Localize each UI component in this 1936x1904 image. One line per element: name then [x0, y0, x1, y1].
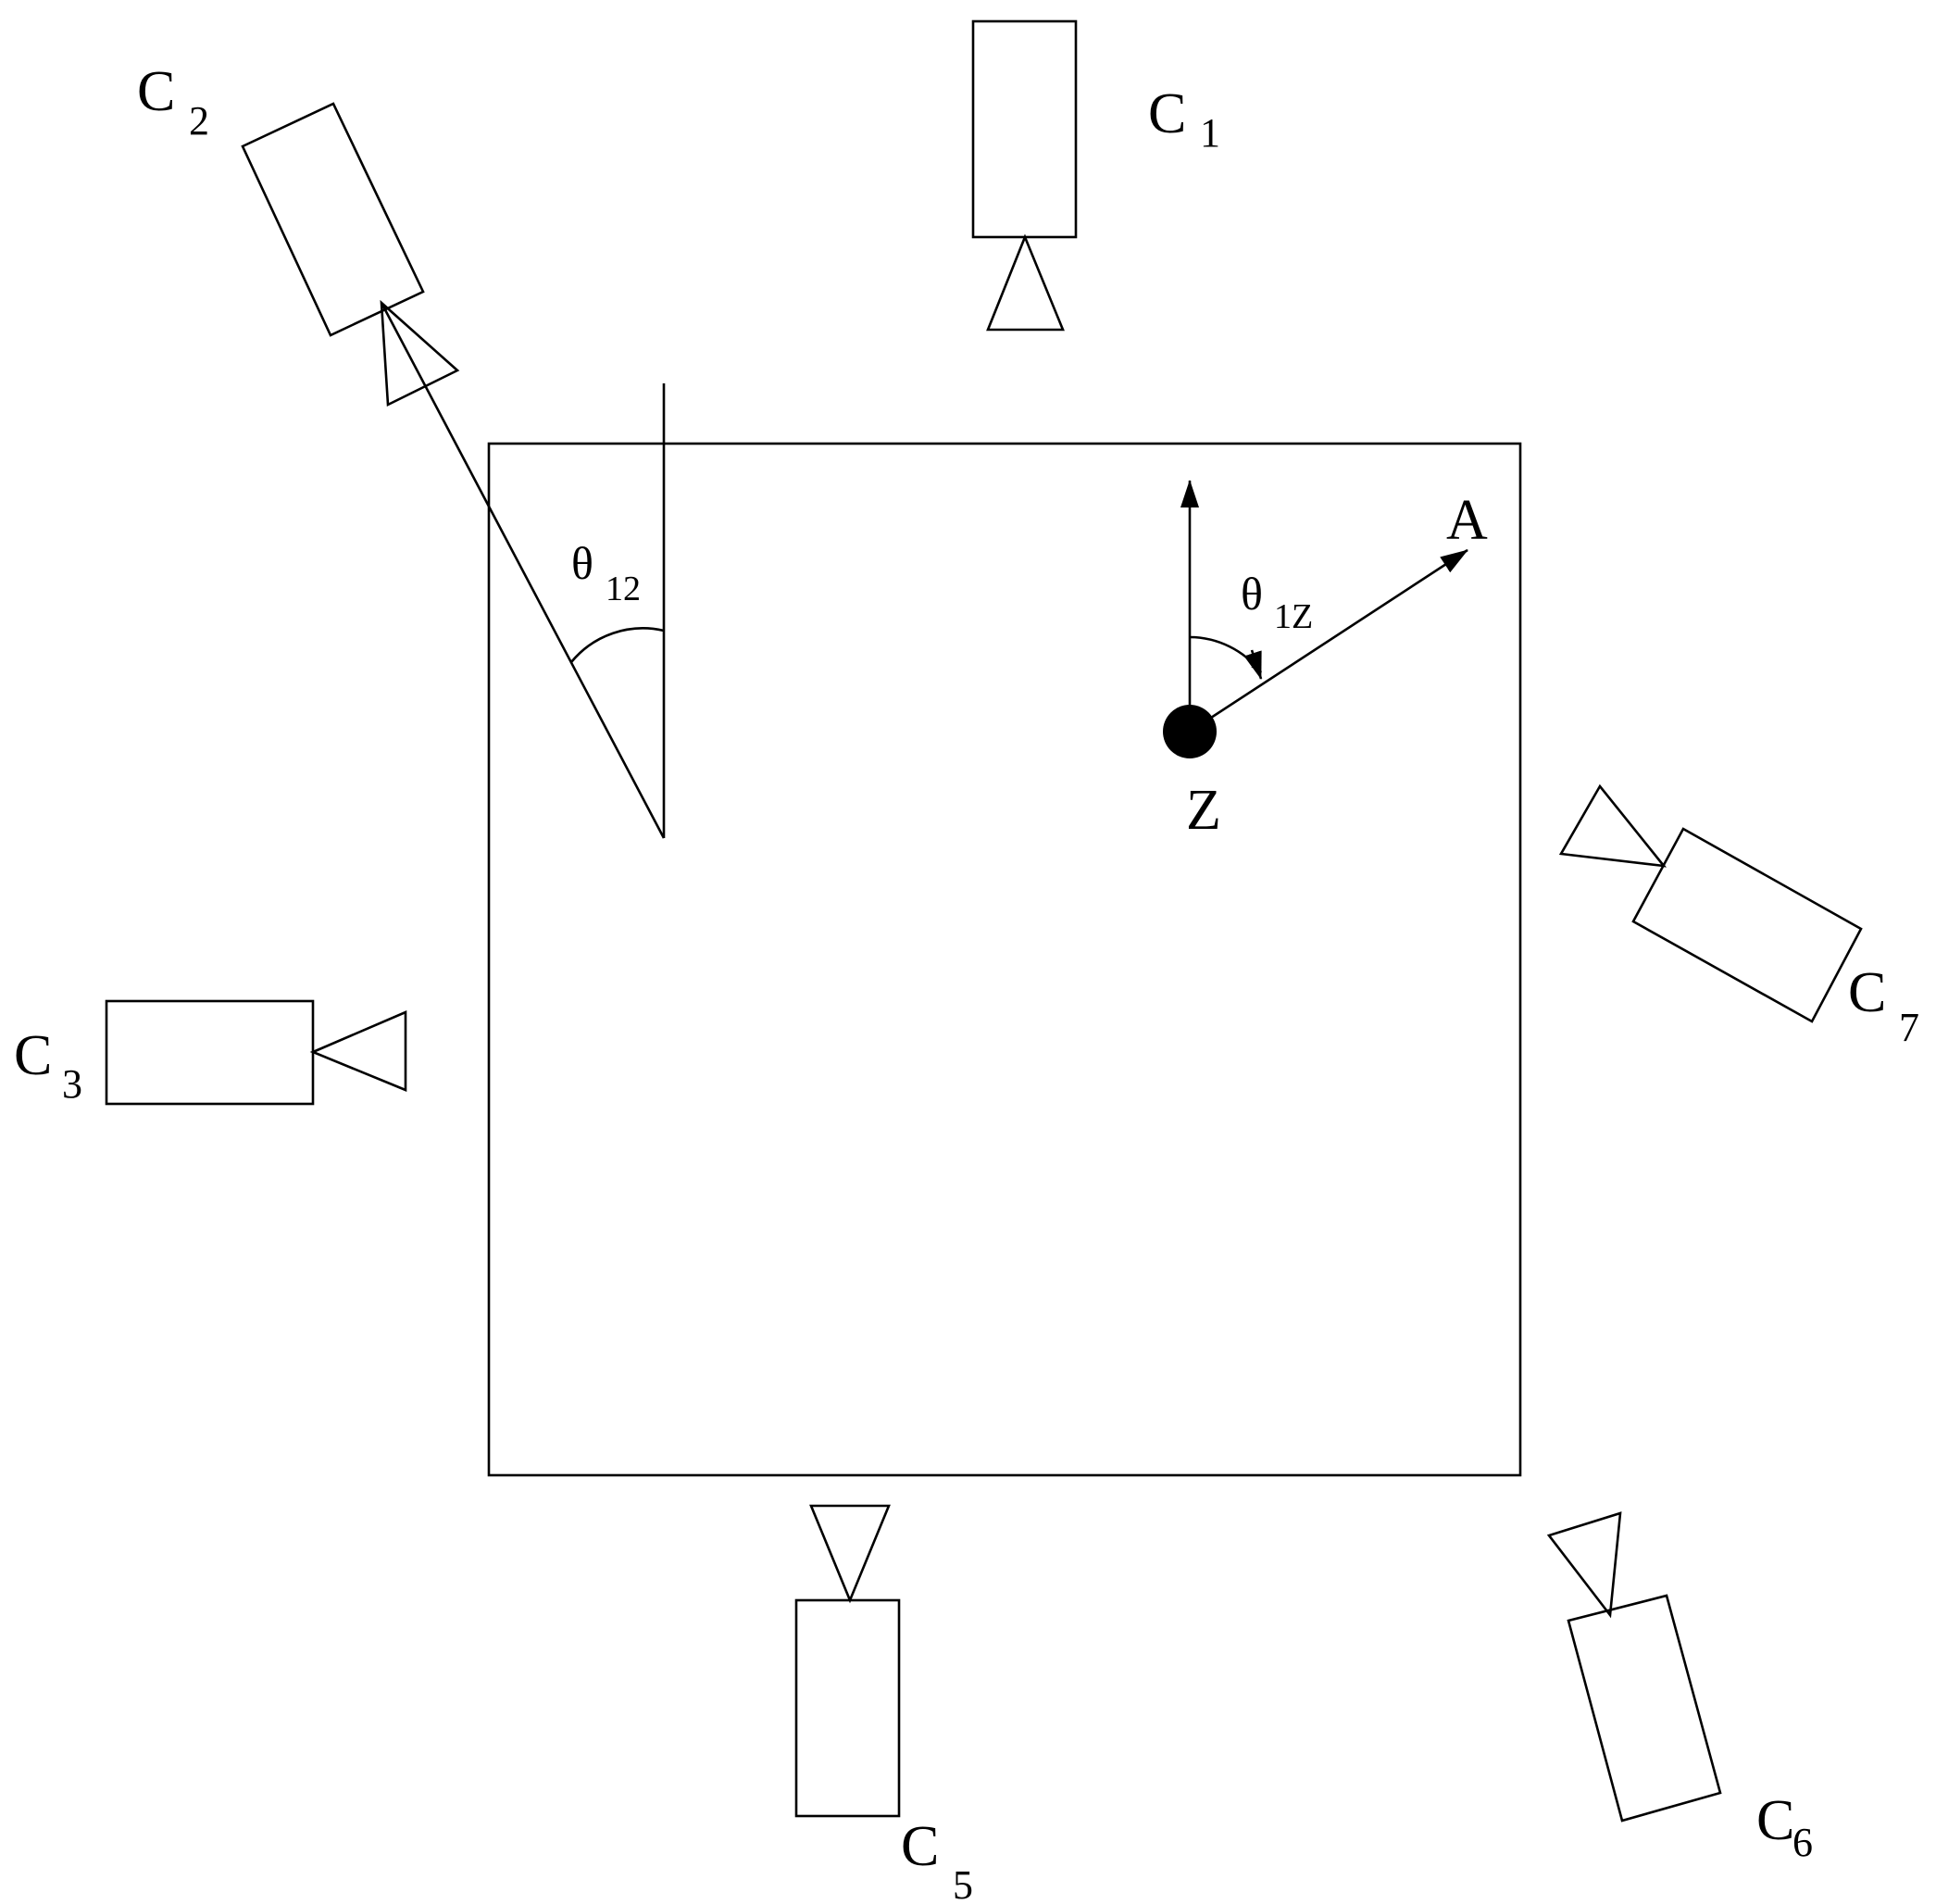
camera-c1-lens	[986, 233, 1065, 332]
camera-c7-lens	[1558, 783, 1667, 868]
camera-c3-body	[105, 999, 315, 1106]
theta12-line-to-c2	[380, 302, 666, 839]
camera-c6: C 6	[1546, 1511, 1813, 1865]
camera-c5-body	[794, 1598, 901, 1818]
theta1z-arc-arrow	[1243, 649, 1263, 680]
camera-c2-index: 2	[189, 98, 209, 144]
camera-c7-index: 7	[1899, 1005, 1919, 1050]
theta1z-index: 1Z	[1274, 597, 1313, 636]
camera-c2-body	[241, 102, 425, 337]
camera-c6-index: 6	[1792, 1820, 1813, 1865]
camera-c3-label: C	[14, 1024, 52, 1087]
camera-c5-lens	[809, 1504, 891, 1604]
camera-c1: C 1	[971, 19, 1220, 332]
camera-c3-lens	[309, 1010, 407, 1092]
camera-c1-label: C	[1148, 82, 1186, 145]
camera-c2-label: C	[137, 60, 175, 123]
camera-c1-body	[971, 19, 1078, 239]
camera-c6-lens	[1546, 1511, 1622, 1619]
point-a-label: A	[1446, 489, 1488, 552]
theta12-index: 12	[606, 570, 641, 608]
camera-c3-index: 3	[62, 1061, 82, 1107]
z-to-a-arrow	[1189, 548, 1468, 733]
room-boundary	[487, 442, 1522, 1477]
theta1z-arc	[1189, 635, 1263, 673]
camera-c3: C 3	[14, 999, 407, 1107]
camera-c1-index: 1	[1200, 110, 1220, 156]
theta1z-label: θ	[1241, 568, 1263, 620]
point-z-group: Z A θ 1Z	[1163, 480, 1488, 842]
camera-c6-label: C	[1756, 1789, 1794, 1852]
camera-c5-index: 5	[953, 1862, 973, 1904]
camera-c7: C 7	[1558, 783, 1919, 1050]
camera-c7-body	[1631, 827, 1863, 1023]
camera-c2: C 2	[137, 60, 460, 407]
camera-c2-lens	[380, 299, 460, 407]
theta12-label: θ	[571, 537, 593, 589]
point-z-marker	[1163, 705, 1217, 758]
theta12-arc	[569, 627, 665, 663]
point-z-label: Z	[1186, 779, 1221, 842]
camera-c5: C 5	[794, 1504, 973, 1904]
camera-c6-body	[1567, 1594, 1722, 1823]
angle-theta12-construction: θ 12	[380, 302, 666, 839]
camera-c5-label: C	[901, 1815, 939, 1878]
camera-c7-label: C	[1848, 961, 1886, 1024]
